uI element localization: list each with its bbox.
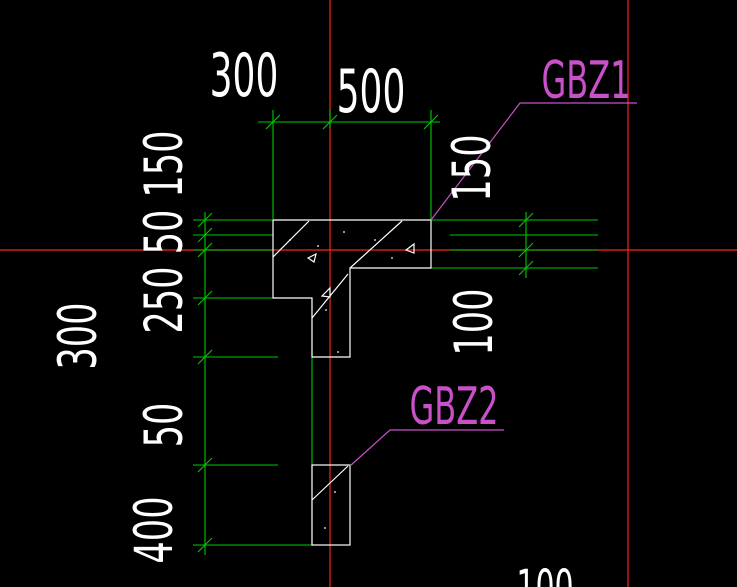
top-tick-2 [322, 114, 338, 130]
left-tick-5 [197, 349, 213, 365]
dot [325, 309, 327, 311]
left-tick-4 [197, 290, 213, 306]
gbz1-hatch-right [349, 220, 403, 269]
dot [324, 527, 326, 529]
top-tick-3 [423, 114, 439, 130]
leader-lines [349, 102, 637, 467]
hatch-dots [289, 231, 393, 529]
left-tick-7 [197, 537, 213, 553]
gbz2-leader [349, 429, 504, 467]
gbz1-outline [272, 219, 432, 358]
dim-left-50-a: 50 [133, 210, 195, 255]
dim-left-300: 300 [47, 302, 109, 369]
section-triangle-2 [404, 242, 415, 254]
gbz2-outline [311, 464, 351, 546]
dim-left-250: 250 [133, 266, 195, 333]
top-tick-1 [265, 114, 281, 130]
dot [334, 491, 336, 493]
dimension-texts: 300 500 150 50 250 300 50 400 150 100 10… [47, 40, 574, 587]
dim-top-500: 500 [337, 56, 406, 126]
dim-top-300: 300 [210, 40, 279, 110]
dim-right-150: 150 [441, 134, 503, 201]
label-gbz1: GBZ1 [541, 51, 630, 111]
column-labels: GBZ1 GBZ2 [409, 51, 630, 437]
dot [337, 351, 339, 353]
dim-bottom-partial: 100 [516, 561, 573, 587]
dimension-lines [193, 110, 598, 555]
right-tick-2 [518, 242, 534, 258]
left-tick-2 [197, 227, 213, 243]
dim-left-400: 400 [123, 496, 185, 563]
dot [289, 239, 291, 241]
gbz2-hatch [311, 465, 349, 501]
dim-right-100: 100 [443, 288, 505, 355]
gbz1-hatch-left [272, 220, 310, 258]
left-tick-3 [197, 242, 213, 258]
dim-left-50-b: 50 [133, 403, 195, 448]
gbz1-leader [430, 102, 637, 221]
dim-left-150: 150 [133, 130, 195, 197]
right-tick-1 [518, 212, 534, 228]
wall-outline [272, 219, 432, 546]
section-triangle-3 [320, 286, 331, 298]
label-gbz2: GBZ2 [409, 377, 498, 437]
section-triangle-1 [306, 252, 317, 263]
left-tick-6 [197, 457, 213, 473]
dot [374, 239, 376, 241]
dot [391, 257, 393, 259]
dot [343, 231, 345, 233]
dot [317, 245, 319, 247]
right-tick-3 [518, 260, 534, 276]
left-tick-1 [197, 212, 213, 228]
